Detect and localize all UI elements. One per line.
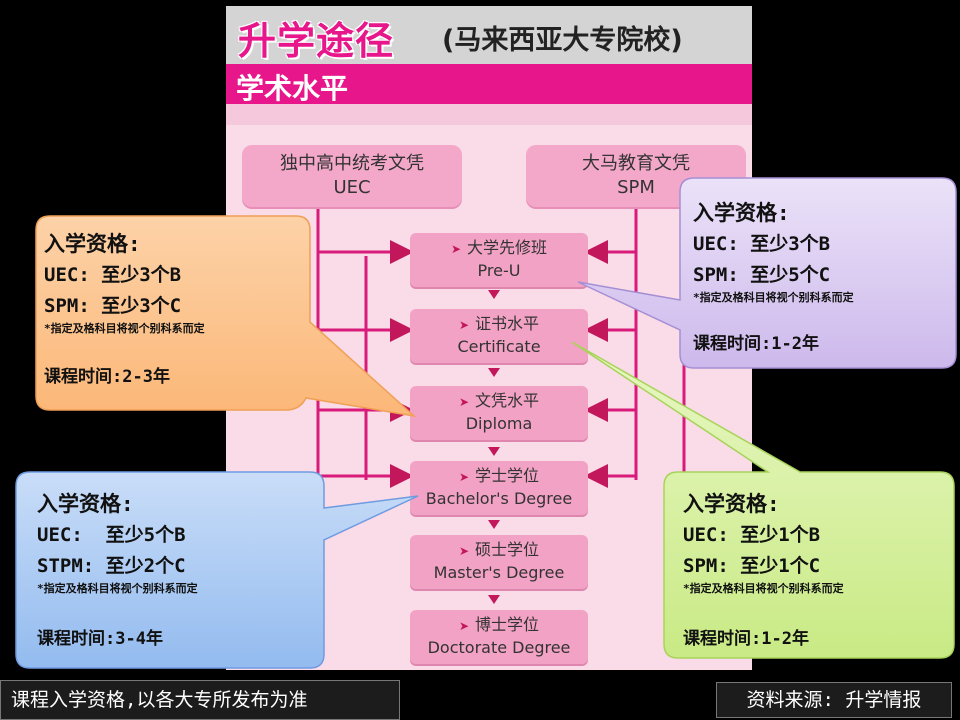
callout-certificate-note: *指定及格科目将视个别科系而定 bbox=[683, 582, 844, 595]
qualification-uec-en: UEC bbox=[333, 177, 371, 198]
callout-diploma-bubble bbox=[35, 215, 417, 418]
stage-doctorate-cn: 博士学位 bbox=[410, 614, 588, 637]
stage-pre-u: 大学先修班 Pre-U bbox=[410, 233, 588, 287]
qualification-spm-en: SPM bbox=[617, 177, 655, 198]
stage-doctorate: 博士学位 Doctorate Degree bbox=[410, 610, 588, 664]
title-bar bbox=[226, 6, 752, 64]
callout-degree-duration: 课程时间:3-4年 bbox=[37, 629, 163, 649]
stage-certificate: 证书水平 Certificate bbox=[410, 309, 588, 363]
qualification-spm-cn: 大马教育文凭 bbox=[582, 153, 690, 174]
callout-preu-heading: 入学资格: bbox=[693, 201, 790, 225]
callout-degree-note: *指定及格科目将视个别科系而定 bbox=[37, 582, 198, 595]
callout-diploma-line1: UEC: 至少3个B bbox=[44, 264, 182, 286]
level-bar bbox=[226, 64, 752, 104]
stage-diploma-en: Diploma bbox=[465, 414, 533, 433]
stage-pre-u-en: Pre-U bbox=[477, 261, 521, 280]
stage-doctorate-en: Doctorate Degree bbox=[427, 638, 571, 657]
callout-certificate-line1: UEC: 至少1个B bbox=[683, 524, 821, 546]
stage-pre-u-cn: 大学先修班 bbox=[410, 237, 588, 260]
stage-master: 硕士学位 Master's Degree bbox=[410, 535, 588, 589]
qualification-uec-cn: 独中高中统考文凭 bbox=[280, 153, 424, 174]
callout-degree-bubble bbox=[15, 471, 419, 669]
callout-certificate-bubble bbox=[571, 341, 955, 659]
level-label: 学术水平 bbox=[236, 72, 349, 105]
callout-certificate-duration: 课程时间:1-2年 bbox=[683, 629, 809, 649]
page-title: 升学途径 bbox=[238, 19, 395, 63]
callout-preu-bubble bbox=[577, 177, 957, 369]
stage-diploma-cn: 文凭水平 bbox=[410, 390, 588, 413]
callout-certificate-line2: SPM: 至少1个C bbox=[683, 555, 821, 577]
callout-certificate: 入学资格: UEC: 至少1个B SPM: 至少1个C *指定及格科目将视个别科… bbox=[683, 488, 844, 649]
stage-bachelor-en: Bachelor's Degree bbox=[425, 489, 573, 508]
callout-preu-note: *指定及格科目将视个别科系而定 bbox=[693, 291, 854, 304]
stage-bachelor: 学士学位 Bachelor's Degree bbox=[410, 461, 588, 515]
callout-diploma-note: *指定及格科目将视个别科系而定 bbox=[44, 322, 205, 335]
callout-diploma: 入学资格: UEC: 至少3个B SPM: 至少3个C *指定及格科目将视个别科… bbox=[44, 228, 205, 387]
callout-preu-line2: SPM: 至少5个C bbox=[693, 264, 831, 286]
stage-master-en: Master's Degree bbox=[433, 563, 565, 582]
stage-certificate-cn: 证书水平 bbox=[410, 313, 588, 336]
callout-diploma-heading: 入学资格: bbox=[44, 232, 141, 256]
stage-master-cn: 硕士学位 bbox=[410, 539, 588, 562]
qualification-spm: 大马教育文凭 SPM bbox=[526, 145, 746, 207]
stage-bachelor-cn: 学士学位 bbox=[410, 465, 588, 488]
callout-degree-line2: STPM: 至少2个C bbox=[37, 555, 186, 577]
callout-diploma-line2: SPM: 至少3个C bbox=[44, 295, 182, 317]
callout-preu-duration: 课程时间:1-2年 bbox=[693, 334, 819, 354]
stage-certificate-en: Certificate bbox=[457, 337, 541, 356]
callout-degree-heading: 入学资格: bbox=[37, 492, 134, 516]
callout-diploma-duration: 课程时间:2-3年 bbox=[44, 367, 170, 387]
callout-preu: 入学资格: UEC: 至少3个B SPM: 至少5个C *指定及格科目将视个别科… bbox=[693, 197, 854, 354]
footer-source: 资料来源: 升学情报 bbox=[716, 682, 952, 718]
qualification-uec: 独中高中统考文凭 UEC bbox=[242, 145, 462, 207]
callout-degree: 入学资格: UEC: 至少5个B STPM: 至少2个C *指定及格科目将视个别… bbox=[37, 488, 198, 649]
callout-preu-line1: UEC: 至少3个B bbox=[693, 233, 831, 255]
callout-degree-line1: UEC: 至少5个B bbox=[37, 524, 186, 546]
stage-diploma: 文凭水平 Diploma bbox=[410, 386, 588, 440]
footer-disclaimer: 课程入学资格,以各大专所发布为准 bbox=[0, 680, 400, 720]
callout-certificate-heading: 入学资格: bbox=[683, 492, 780, 516]
page-subtitle: (马来西亚大专院校) bbox=[442, 25, 683, 56]
